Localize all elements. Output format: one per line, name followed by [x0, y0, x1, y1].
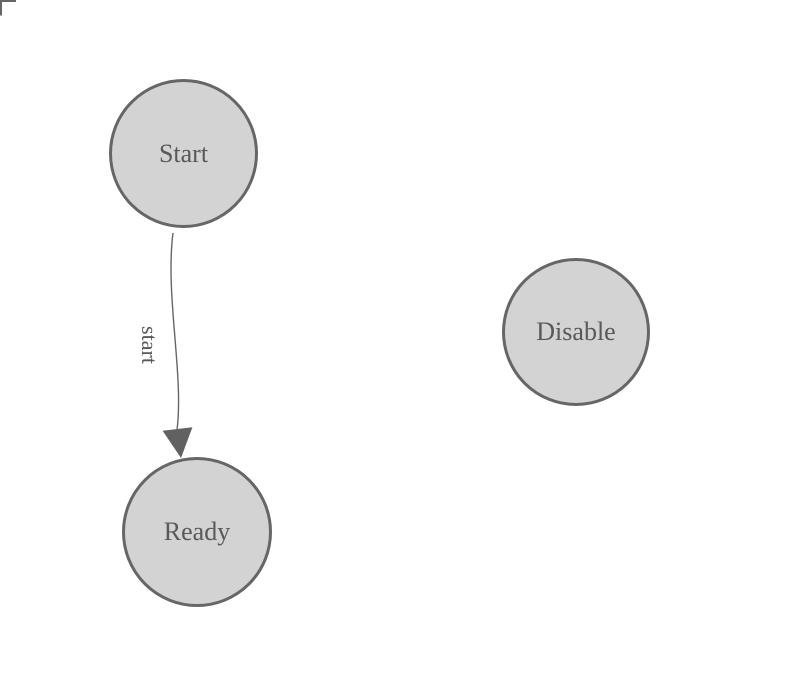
transition-edge-start-to-ready[interactable] — [170, 232, 180, 431]
state-node-disable-label: Disable — [536, 317, 616, 346]
canvas-corner-mark — [0, 0, 16, 16]
state-node-ready[interactable]: Ready — [122, 457, 272, 607]
state-node-start-label: Start — [158, 138, 209, 168]
transition-arrowhead-icon — [162, 427, 193, 458]
state-node-start[interactable]: Start — [109, 79, 258, 228]
transition-edge-label[interactable]: start — [137, 326, 162, 364]
state-node-disable[interactable]: Disable — [502, 258, 650, 406]
state-node-ready-label: Ready — [163, 517, 231, 546]
